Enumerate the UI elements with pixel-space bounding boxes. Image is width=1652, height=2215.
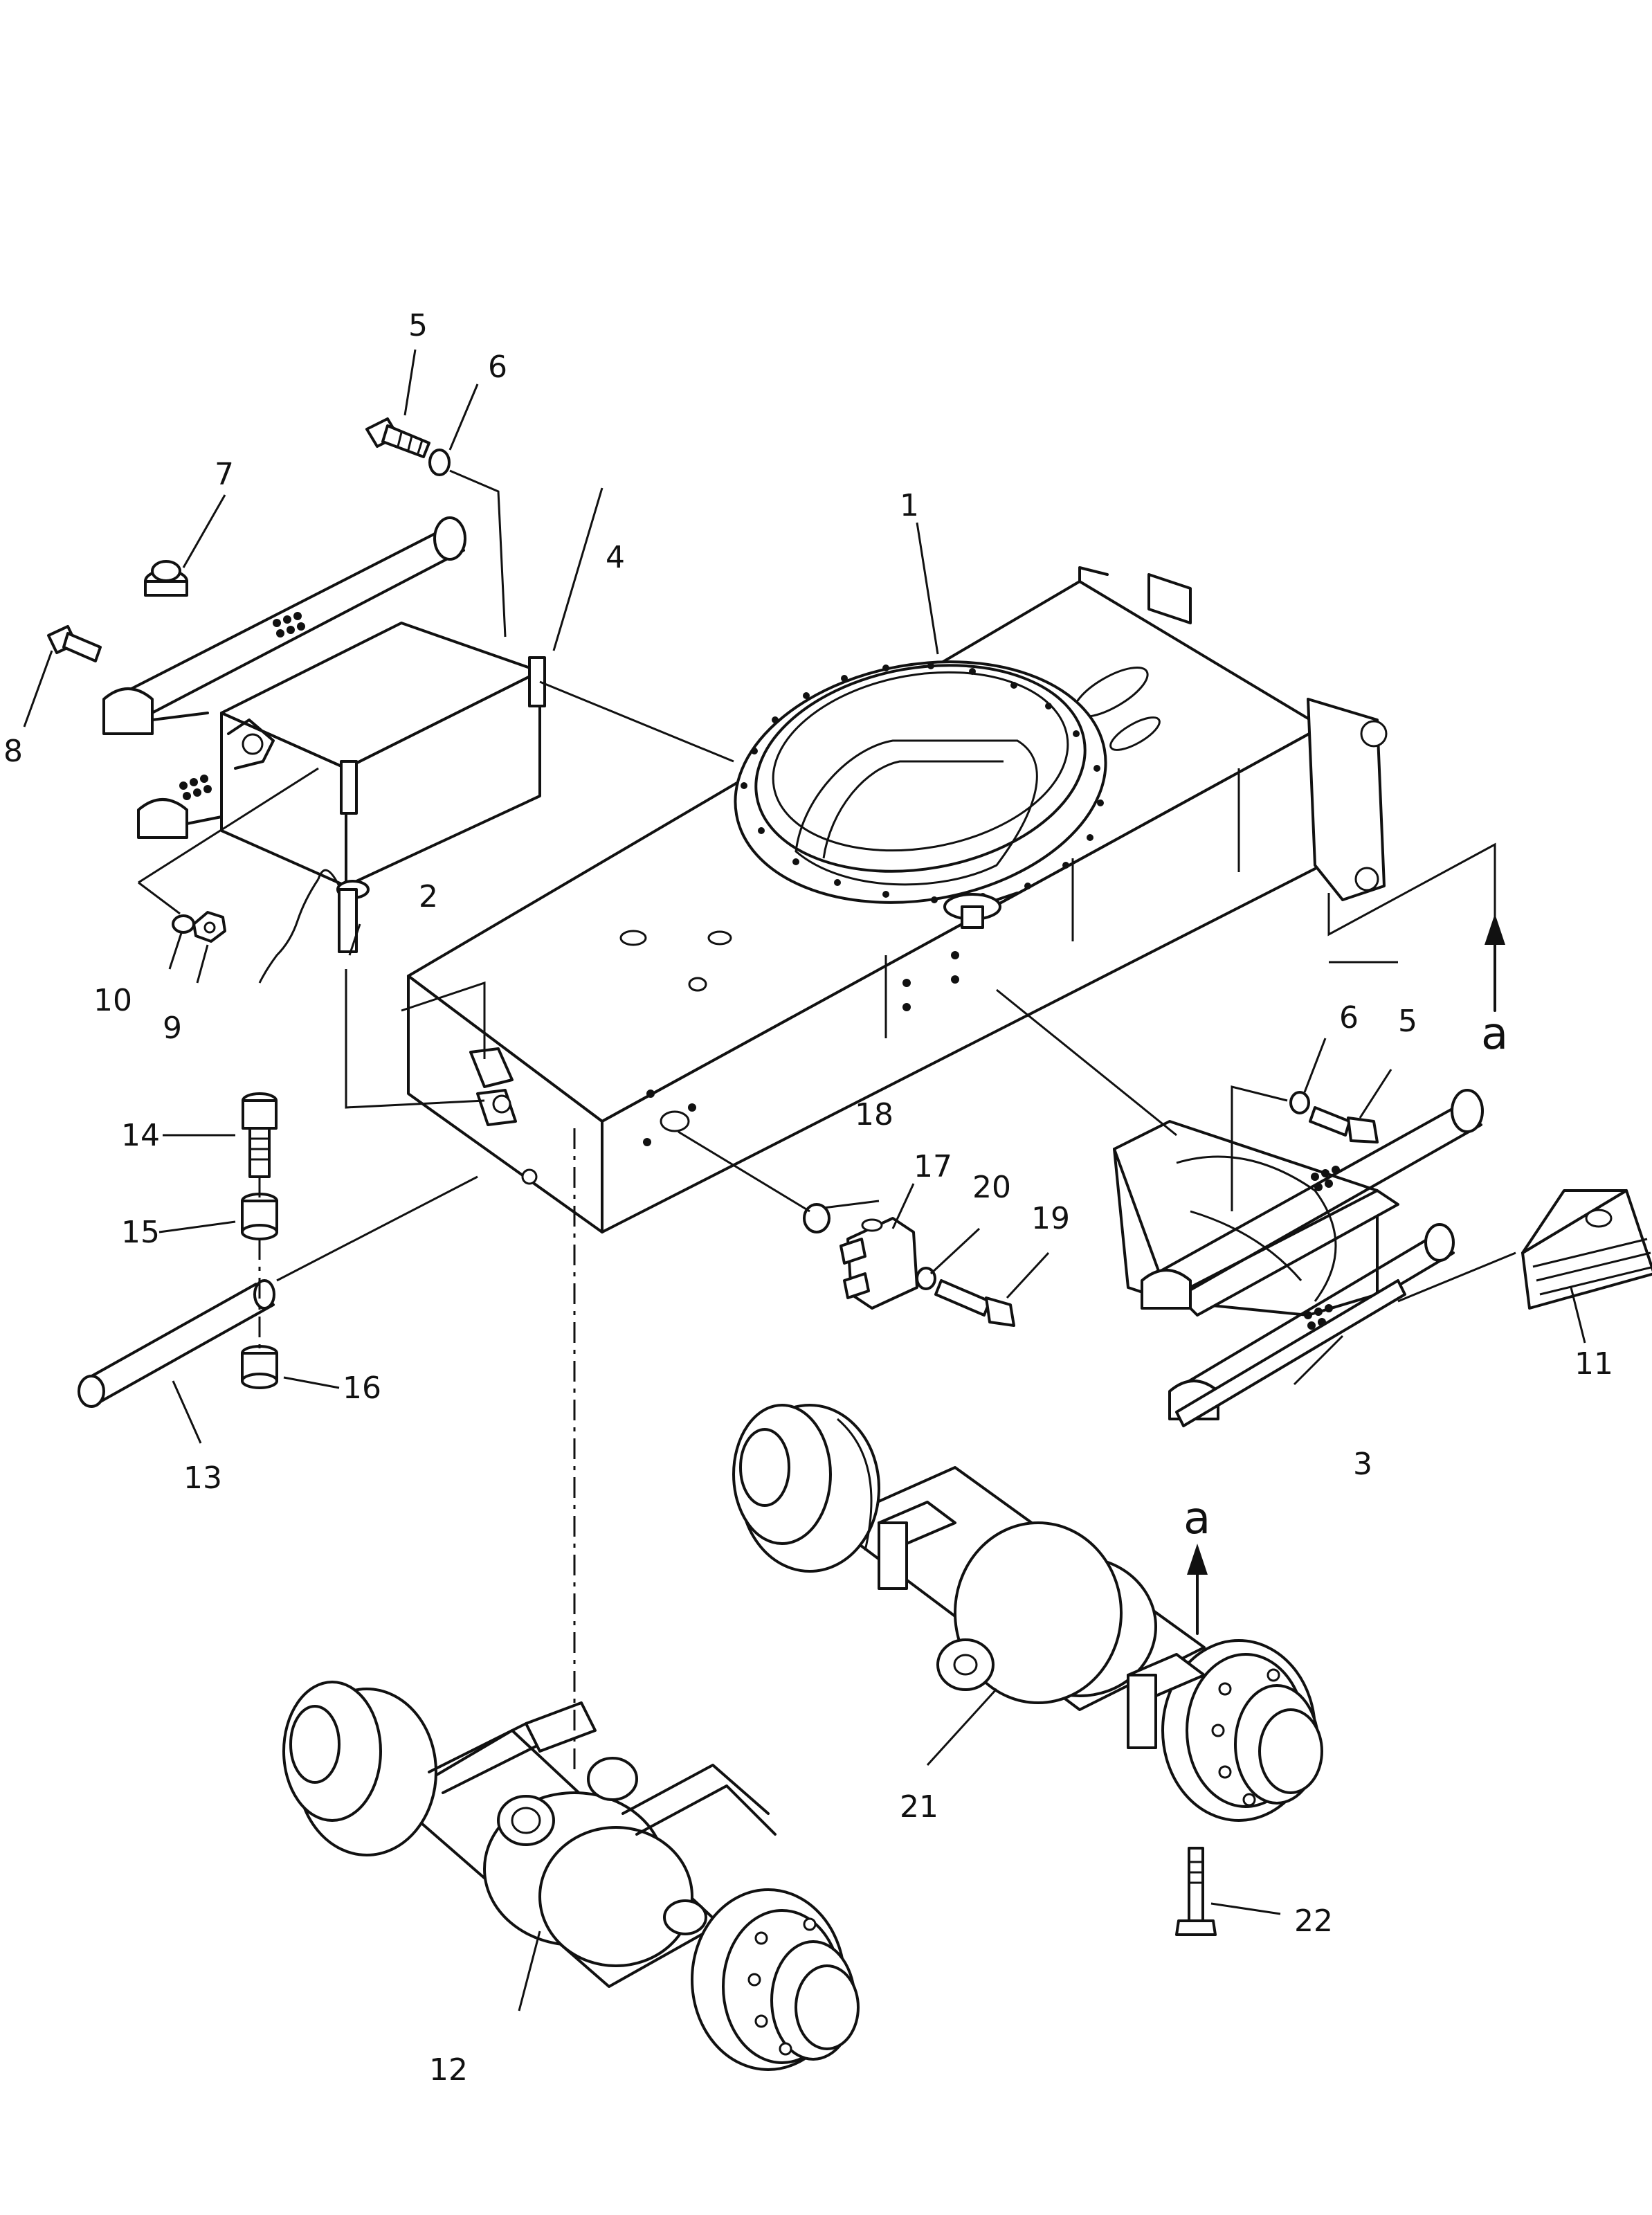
- nut-9: [192, 911, 226, 943]
- leader-lines: [23, 349, 1586, 2011]
- collar-16: [241, 1345, 278, 1389]
- callout-8: 8: [3, 734, 23, 769]
- rear-axle: [732, 1404, 1323, 1822]
- callout-7: 7: [215, 457, 234, 492]
- callout-6-upper: 6: [488, 350, 507, 385]
- callout-20: 20: [972, 1170, 1011, 1205]
- bolt-14: [242, 1092, 278, 1178]
- callout-22: 22: [1294, 1904, 1333, 1939]
- bolt-cluster-right-lower: [1304, 1304, 1333, 1330]
- callout-18: 18: [855, 1097, 893, 1132]
- center-lines: [258, 1128, 576, 1772]
- reference-arrows: [1187, 914, 1505, 1635]
- callout-15: 15: [121, 1215, 160, 1250]
- washer-6-upper: [428, 449, 451, 476]
- callout-17: 17: [914, 1149, 952, 1184]
- bushing-18: [803, 1203, 830, 1233]
- callout-1: 1: [900, 488, 919, 523]
- bolt-cluster-upper: [273, 612, 305, 638]
- callout-4: 4: [606, 540, 625, 575]
- callout-14: 14: [121, 1118, 160, 1153]
- bolt-22: [1175, 1847, 1217, 1936]
- callout-5-lower: 5: [1398, 1004, 1417, 1039]
- callout-2: 2: [419, 879, 438, 914]
- rear-bracket: [1113, 1089, 1484, 1427]
- pin-2: [258, 869, 370, 984]
- callout-13: 13: [183, 1461, 222, 1496]
- washer-10: [172, 914, 195, 934]
- bolt-cluster-lower: [179, 775, 212, 800]
- main-frame: [407, 566, 1388, 1233]
- hub-bolts-front: [747, 1917, 817, 2056]
- bolt-cluster-right-upper: [1311, 1166, 1340, 1191]
- reference-letters: a a: [1183, 1009, 1508, 1544]
- pin-13: [78, 1279, 275, 1408]
- plug-7: [144, 560, 188, 597]
- counterweight-box: [102, 516, 546, 887]
- bolt-8: [47, 625, 102, 662]
- bolt-5-lower: [1309, 1106, 1379, 1143]
- callout-5-upper: 5: [408, 308, 428, 343]
- clamp-17: [839, 1217, 918, 1310]
- collar-15: [241, 1193, 278, 1240]
- washer-20: [916, 1267, 936, 1290]
- wedge-block: [1521, 1189, 1652, 1310]
- washer-6-lower: [1289, 1091, 1310, 1114]
- ring-bolt-holes: [741, 662, 1104, 903]
- callout-16: 16: [343, 1371, 381, 1406]
- front-axle: [282, 1681, 860, 2071]
- callout-6-lower: 6: [1339, 1000, 1359, 1036]
- bolt-5-upper: [365, 417, 430, 458]
- reference-a-lower: a: [1183, 1493, 1210, 1544]
- callout-12: 12: [429, 2052, 468, 2088]
- callout-labels: 1 2 3 4 5 6 7 8 9 10 11 12 13 14 15 16 1…: [3, 308, 1613, 2088]
- callout-21: 21: [900, 1789, 938, 1825]
- callout-19: 19: [1031, 1201, 1070, 1236]
- reference-a-upper: a: [1481, 1009, 1508, 1060]
- bolt-19: [934, 1279, 1015, 1327]
- callout-10: 10: [93, 983, 132, 1018]
- callout-11: 11: [1574, 1346, 1613, 1382]
- callout-9: 9: [163, 1011, 182, 1046]
- hub-bolts-right: [1211, 1668, 1280, 1807]
- callout-3: 3: [1353, 1447, 1372, 1482]
